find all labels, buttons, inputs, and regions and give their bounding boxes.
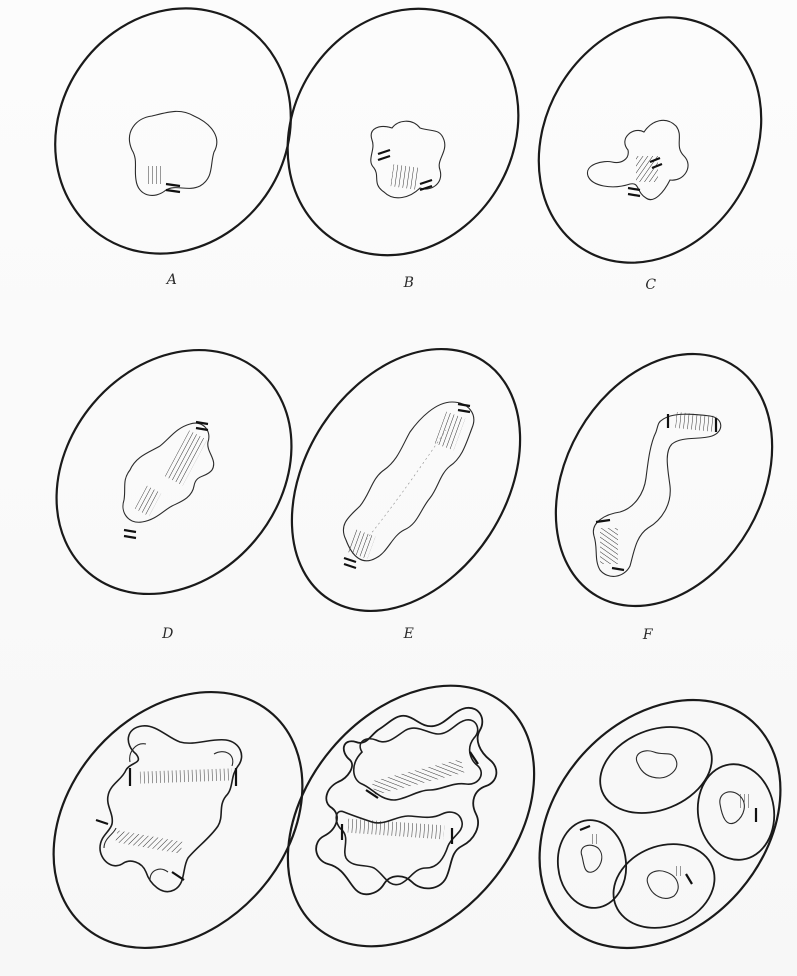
panel-h-cell (237, 637, 584, 976)
panel-i-nucleus-left (581, 845, 602, 872)
panel-a-cell (8, 0, 339, 300)
panel-f-plate-upper (675, 412, 716, 432)
panel-e-spindle-lower (347, 529, 376, 559)
panel-h-plate-upper (372, 759, 465, 795)
panel-f-cell (512, 315, 797, 645)
label-a: A (167, 272, 178, 288)
label-f: F (643, 627, 653, 643)
panel-i-nucleus-bottom (647, 871, 678, 899)
panel-g-polar-bodies (96, 768, 236, 880)
panel-g-plate-upper (140, 768, 232, 783)
panel-g-nucleus (100, 726, 242, 892)
panel-h-plate-lower (348, 819, 445, 840)
panel-i-chromatin-bottom (674, 866, 684, 876)
label-d: D (162, 626, 174, 642)
panel-h-daughter-upper (354, 720, 481, 800)
panel-b-cell (242, 0, 564, 299)
label-b: B (404, 275, 415, 291)
panel-i-cell (490, 652, 797, 976)
panel-i-chromatin-right (738, 794, 750, 808)
panel-i-daughter-top (587, 711, 725, 829)
panel-e-spindle-upper (435, 412, 465, 451)
panel-i-daughter-bottom (601, 829, 727, 942)
panel-d-cell (8, 303, 340, 642)
panel-e-cell (245, 306, 567, 653)
label-e: E (404, 626, 415, 642)
panel-e-spindle-fiber (366, 430, 446, 540)
panel-i-nucleus-top (636, 751, 676, 778)
panel-i-daughter-left (554, 817, 631, 912)
panel-i-chromatin-left (590, 834, 600, 844)
panel-g-inner-outline (104, 744, 233, 880)
panel-a-chromatin (148, 166, 162, 184)
panel-g-cell (3, 642, 354, 976)
panel-f-plate-lower (600, 528, 618, 564)
panel-a-nucleus (129, 111, 216, 195)
label-c: C (645, 277, 656, 293)
panel-g-plate-lower (115, 830, 182, 853)
panel-d-spindle-lower (135, 486, 161, 516)
panel-c-cell (495, 0, 797, 303)
panel-b-chromatin (391, 164, 420, 189)
